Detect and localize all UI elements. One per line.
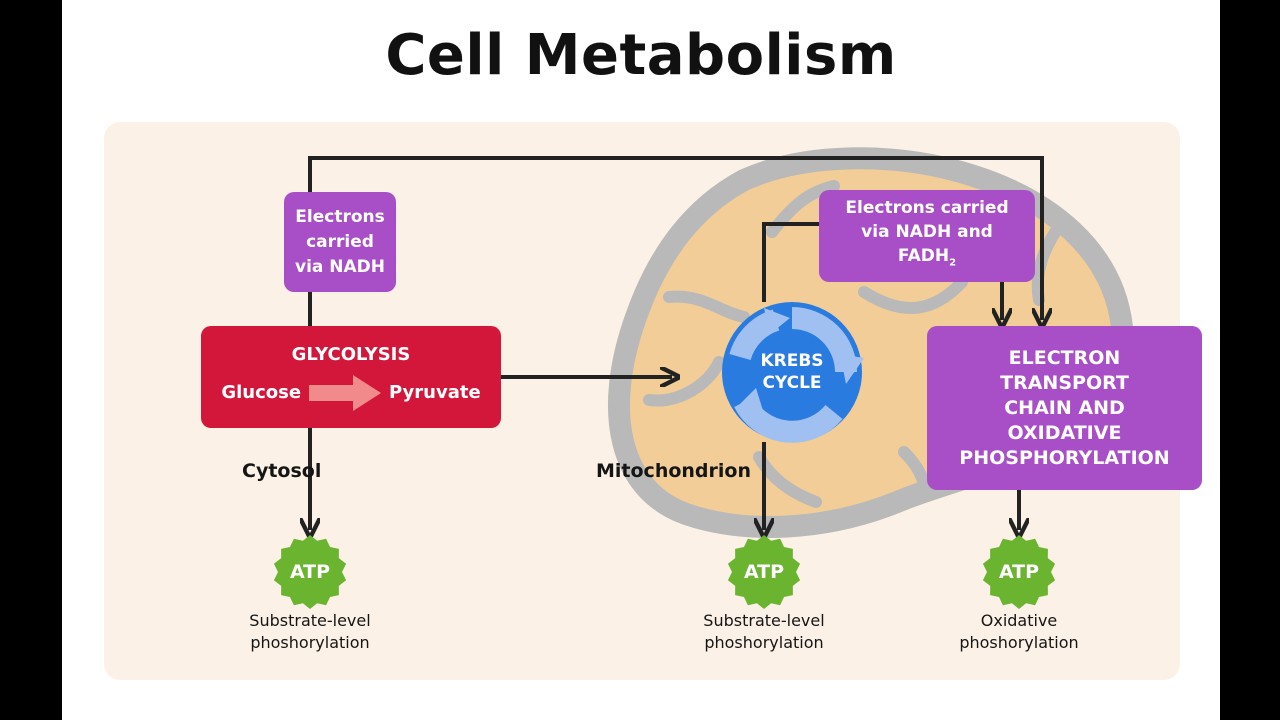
nadh-fadh-electron-box: Electrons carried via NADH and FADH2 xyxy=(819,190,1035,282)
atp-caption-line-1: Oxidative xyxy=(980,611,1058,630)
nadh-box-line-2: carried xyxy=(306,231,374,252)
atp-star-shape xyxy=(727,535,801,609)
atp-caption-line-1: Substrate-level xyxy=(249,611,371,630)
glycolysis-reaction: Glucose Pyruvate xyxy=(221,374,481,411)
atp-caption-line-2: phoshorylation xyxy=(959,633,1079,652)
atp-star-shape xyxy=(982,535,1056,609)
atp-caption-line-2: phoshorylation xyxy=(250,633,370,652)
atp-text: ATP xyxy=(743,561,785,583)
atp-caption-krebs: Substrate-level phoshorylation xyxy=(664,610,864,654)
fadh-subscript: 2 xyxy=(949,257,957,269)
nadh-electron-box: Electrons carried via NADH xyxy=(284,192,396,292)
glucose-label: Glucose xyxy=(221,382,302,403)
nadh-fadh-line-2: via NADH and xyxy=(861,222,993,243)
nadh-fadh-line-1: Electrons carried xyxy=(845,198,1009,219)
nadh-box-line-3: via NADH xyxy=(294,256,386,277)
atp-badge-krebs: ATP xyxy=(726,534,802,610)
atp-starburst-icon xyxy=(727,535,801,609)
atp-caption-line-1: Substrate-level xyxy=(703,611,825,630)
atp-badge-oxidative: ATP xyxy=(981,534,1057,610)
electron-transport-chain-box: ELECTRON TRANSPORT CHAIN AND OXIDATIVE P… xyxy=(927,326,1202,490)
atp-caption-glycolysis: Substrate-level phoshorylation xyxy=(210,610,410,654)
atp-starburst-icon xyxy=(982,535,1056,609)
krebs-cycle xyxy=(722,302,864,443)
krebs-cycle-label: KREBS CYCLE xyxy=(732,350,852,394)
etc-line-3: CHAIN AND xyxy=(1004,396,1125,419)
cytosol-label: Cytosol xyxy=(242,460,322,482)
atp-starburst-icon xyxy=(273,535,347,609)
nadh-fadh-line-3: FADH2 xyxy=(898,244,956,275)
right-arrow-icon xyxy=(309,374,382,411)
krebs-label-line-2: CYCLE xyxy=(762,373,822,393)
atp-caption-oxidative: Oxidative phoshorylation xyxy=(919,610,1119,654)
fadh-text: FADH xyxy=(897,246,950,267)
glycolysis-box: GLYCOLYSIS Glucose Pyruvate xyxy=(201,326,501,428)
glycolysis-title: GLYCOLYSIS xyxy=(291,343,411,365)
atp-text: ATP xyxy=(289,561,331,583)
etc-line-5: PHOSPHORYLATION xyxy=(959,446,1170,469)
etc-line-2: TRANSPORT xyxy=(1000,371,1129,394)
etc-line-4: OXIDATIVE xyxy=(1007,421,1122,444)
krebs-to-nadh-fadh-line xyxy=(762,222,819,302)
nadh-to-etc-arrow xyxy=(308,156,1042,320)
atp-caption-line-2: phoshorylation xyxy=(704,633,824,652)
nadh-box-line-1: Electrons xyxy=(295,206,385,227)
atp-text: ATP xyxy=(998,561,1040,583)
etc-line-1: ELECTRON xyxy=(1008,346,1121,369)
krebs-label-line-1: KREBS xyxy=(760,351,824,371)
page-title: Cell Metabolism xyxy=(385,23,897,88)
diagram-panel: Electrons carried via NADH Electrons car… xyxy=(104,122,1202,680)
mitochondrion-label: Mitochondrion xyxy=(596,460,751,482)
pyruvate-label: Pyruvate xyxy=(389,382,481,403)
slide: Cell Metabolism xyxy=(62,0,1220,720)
atp-star-shape xyxy=(273,535,347,609)
atp-badge-glycolysis: ATP xyxy=(272,534,348,610)
